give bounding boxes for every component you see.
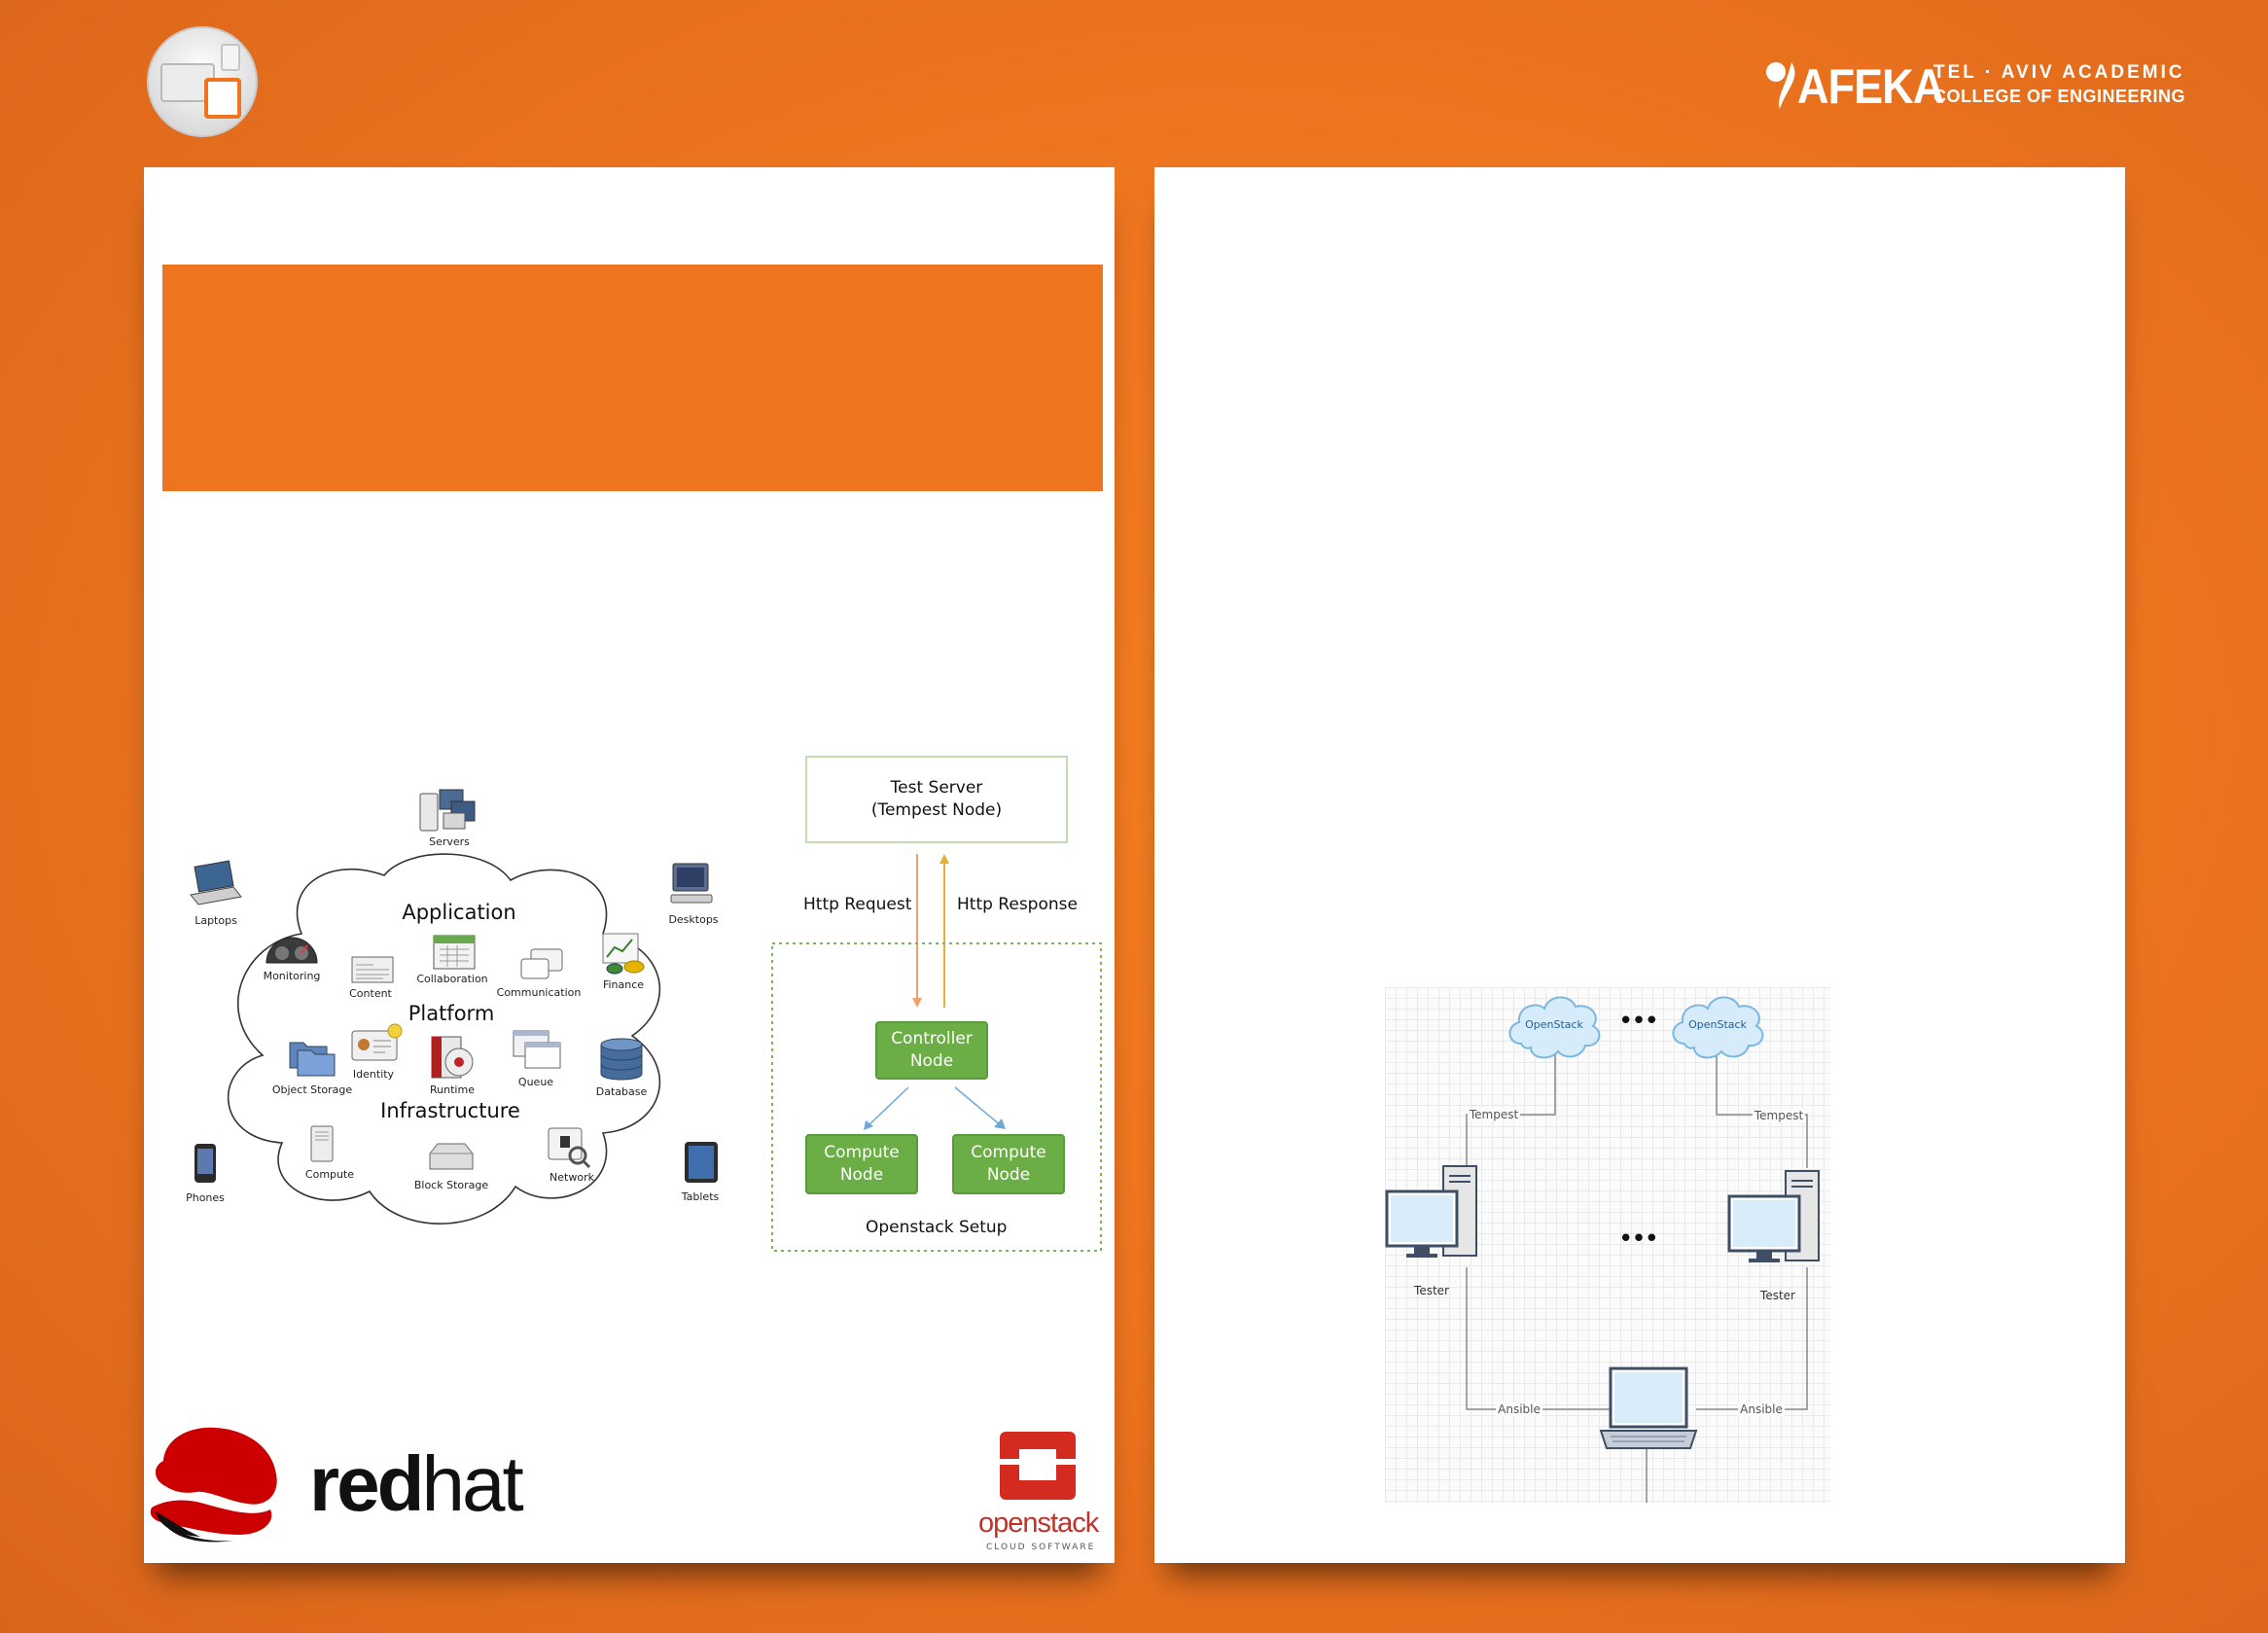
redhat-text-bold: red	[309, 1440, 424, 1527]
compute-node-1-line-1: Compute	[824, 1143, 900, 1162]
compute-node-2-line-1: Compute	[971, 1143, 1046, 1162]
devices-app-icon	[147, 26, 258, 137]
database-icon	[600, 1038, 643, 1081]
college-line-2: COLLEGE OF ENGINEERING	[1933, 87, 2186, 106]
tempest-right-label: Tempest	[1752, 1109, 1806, 1122]
openstack-logo-text: openstack	[978, 1508, 1099, 1539]
folders-icon	[289, 1042, 336, 1077]
gauge-icon	[266, 937, 318, 964]
phone-icon	[195, 1144, 216, 1183]
news-icon	[351, 956, 394, 983]
layer-application: Application	[402, 901, 516, 924]
block-storage-label: Block Storage	[413, 1179, 489, 1191]
runtime-icon	[431, 1036, 474, 1079]
hard-drive-icon	[429, 1143, 474, 1170]
queue-label: Queue	[517, 1076, 554, 1088]
compute-node-2-line-2: Node	[986, 1165, 1031, 1185]
openstack-cloud-right-icon	[1672, 996, 1764, 1059]
servers-label: Servers	[429, 835, 470, 848]
cloud-services-diagram: Servers Laptops Desktops Phones Tablets …	[175, 778, 720, 1245]
compute-label: Compute	[304, 1168, 355, 1181]
tester-left-workstation-icon	[1385, 1165, 1477, 1258]
tester-network-diagram: OpenStack OpenStack ••• Tempest Tempest …	[1385, 987, 1830, 1503]
laptops-label: Laptops	[195, 914, 237, 927]
finance-chart-icon	[602, 933, 645, 975]
openstack-logo-icon	[1000, 1432, 1076, 1500]
openstack-setup-diagram: Test Server (Tempest Node) Http Request …	[768, 749, 1109, 1255]
controller-to-compute-2-arrow	[954, 1086, 1003, 1127]
openstack-cloud-left-label: OpenStack	[1525, 1018, 1583, 1031]
controller-node-line-1: Controller	[891, 1029, 973, 1048]
servers-icon	[419, 789, 476, 832]
runtime-label: Runtime	[430, 1083, 475, 1096]
tablet-icon	[685, 1142, 718, 1183]
communication-label: Communication	[496, 986, 582, 999]
http-request-label: Http Request	[803, 895, 912, 914]
test-server-line-1: Test Server	[890, 778, 983, 798]
college-name: AFEKA	[1797, 59, 1944, 114]
identity-label: Identity	[352, 1068, 395, 1081]
finance-label: Finance	[602, 978, 645, 991]
content-label: Content	[349, 987, 392, 1000]
compute-node-2: Compute Node	[952, 1134, 1065, 1194]
setup-dashed-boundary	[771, 942, 1102, 1252]
calendar-icon	[433, 935, 476, 970]
openstack-cloud-left-icon	[1508, 996, 1601, 1059]
desktops-label: Desktops	[668, 913, 719, 926]
tempest-left-label: Tempest	[1467, 1108, 1521, 1121]
compute-node-1-line-2: Node	[839, 1165, 884, 1185]
http-response-label: Http Response	[957, 895, 1078, 914]
phones-label: Phones	[186, 1191, 225, 1204]
ansible-left-label: Ansible	[1496, 1402, 1542, 1416]
layer-platform: Platform	[408, 1002, 495, 1025]
ansible-laptop-icon	[1599, 1367, 1698, 1449]
network-label: Network	[549, 1171, 594, 1184]
laptop-icon	[190, 860, 242, 905]
tester-right-label: Tester	[1760, 1289, 1795, 1302]
desktop-icon	[670, 863, 713, 904]
layer-infrastructure: Infrastructure	[380, 1099, 520, 1122]
title-banner	[162, 265, 1103, 491]
controller-to-compute-1-arrow	[867, 1086, 909, 1127]
setup-connectors	[771, 854, 1102, 1252]
redhat-logo: redhat	[146, 1422, 574, 1544]
college-line-1: TEL · AVIV ACADEMIC	[1933, 62, 2185, 83]
object-storage-label: Object Storage	[271, 1083, 353, 1096]
monitoring-label: Monitoring	[263, 970, 321, 982]
controller-node-line-2: Node	[909, 1051, 954, 1071]
test-server-line-2: (Tempest Node)	[870, 800, 1003, 820]
openstack-logo-tagline: CLOUD SOFTWARE	[986, 1543, 1096, 1552]
network-icon	[548, 1127, 591, 1169]
test-server-box: Test Server (Tempest Node)	[805, 756, 1068, 843]
ellipsis-top: •••	[1618, 1007, 1659, 1036]
controller-node: Controller Node	[875, 1021, 988, 1080]
tester-right-workstation-icon	[1727, 1170, 1820, 1262]
compute-tower-icon	[310, 1125, 334, 1162]
tablets-label: Tablets	[681, 1190, 720, 1203]
database-label: Database	[595, 1085, 648, 1098]
afeka-flame-icon	[1766, 62, 1795, 109]
brand-logo	[146, 25, 259, 138]
compute-node-1: Compute Node	[805, 1134, 918, 1194]
queue-windows-icon	[513, 1030, 561, 1069]
openstack-setup-label: Openstack Setup	[866, 1218, 1008, 1237]
college-logo: AFEKA TEL · AVIV ACADEMIC COLLEGE OF ENG…	[1762, 56, 2185, 115]
collaboration-label: Collaboration	[416, 973, 488, 985]
id-card-icon	[351, 1023, 403, 1061]
openstack-cloud-right-label: OpenStack	[1688, 1018, 1747, 1031]
redhat-shadowman-icon	[150, 1427, 277, 1543]
redhat-text-light: hat	[421, 1440, 524, 1527]
chat-icon	[520, 948, 563, 979]
openstack-logo: openstack CLOUD SOFTWARE	[973, 1428, 1103, 1560]
tester-left-label: Tester	[1414, 1284, 1449, 1297]
ansible-right-label: Ansible	[1738, 1402, 1785, 1416]
ellipsis-mid: •••	[1618, 1225, 1659, 1254]
